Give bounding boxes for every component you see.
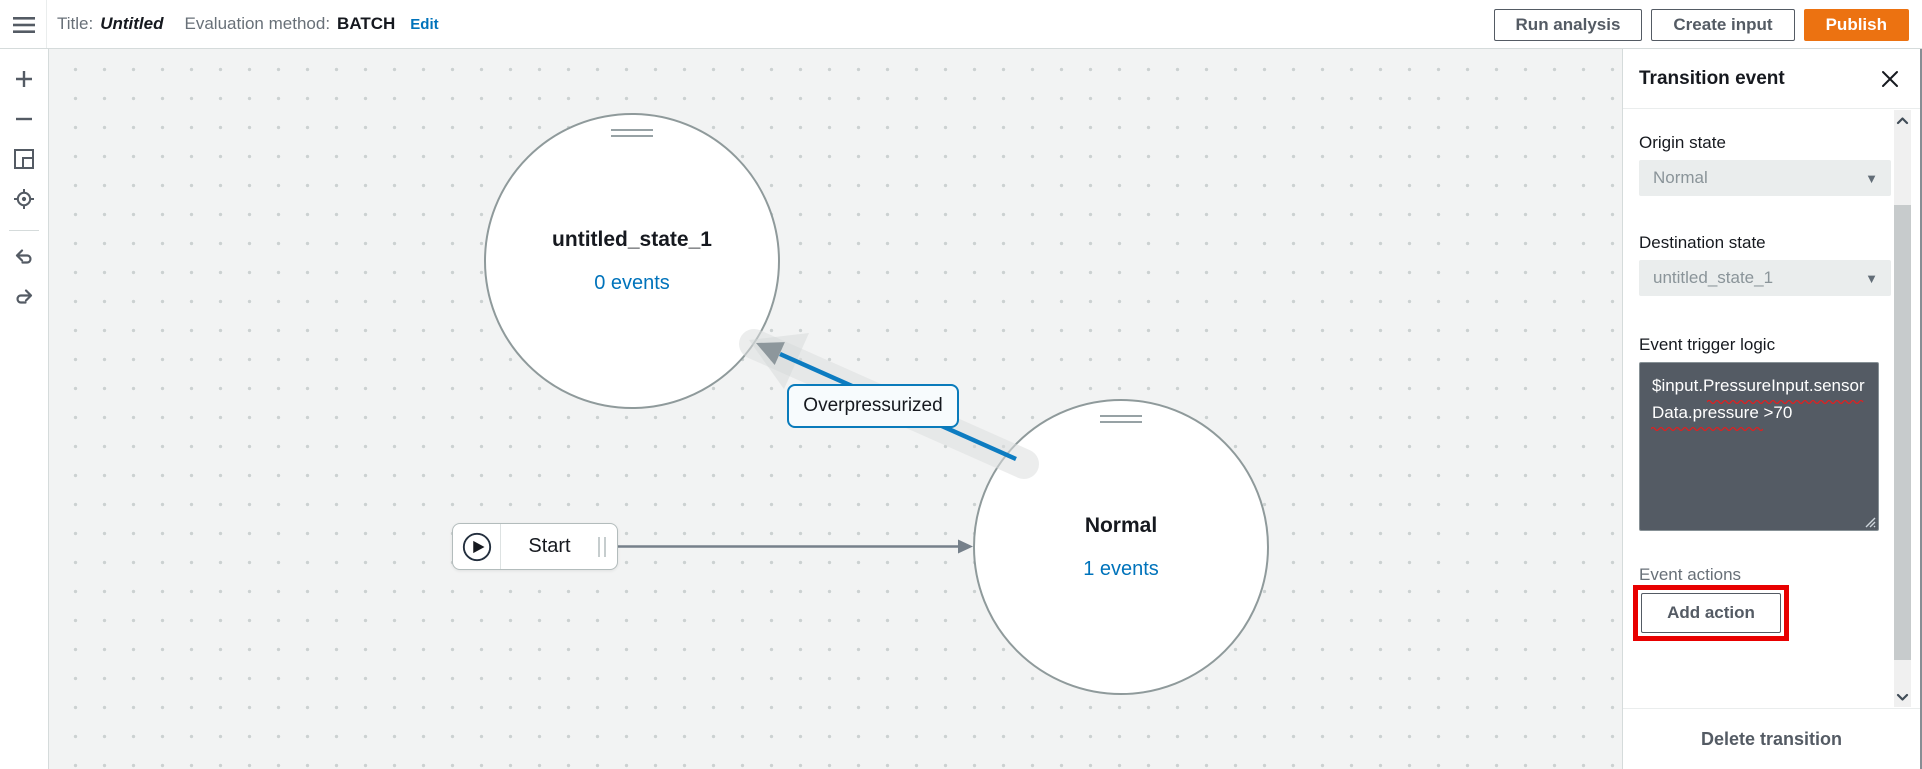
start-connector-grip-icon[interactable] [598, 536, 606, 557]
hamburger-menu-icon[interactable] [10, 12, 38, 38]
start-node-divider [500, 524, 501, 569]
event-actions-label: Event actions [1639, 565, 1742, 584]
scroll-up-icon[interactable] [1894, 110, 1911, 130]
publish-button[interactable]: Publish [1803, 9, 1909, 41]
title-label: Title: [57, 14, 94, 33]
trigger-expression: $input.PressureInput.sensorData.pressure… [1652, 376, 1865, 422]
panel-title: Transition event [1639, 67, 1785, 89]
zoom-out-icon[interactable] [9, 104, 39, 134]
state-name: untitled_state_1 [552, 228, 712, 251]
start-node[interactable]: Start [452, 523, 618, 570]
transition-label[interactable]: Overpressurized [787, 384, 959, 428]
chevron-down-icon: ▼ [1865, 170, 1878, 186]
title-value: Untitled [100, 14, 164, 33]
destination-state-label: Destination state [1639, 233, 1766, 252]
transition-event-panel: Transition event Origin state Normal ▼ D… [1622, 49, 1922, 769]
undo-icon[interactable] [9, 243, 39, 273]
delete-transition-button[interactable]: Delete transition [1700, 728, 1843, 749]
start-label: Start [528, 535, 571, 557]
panel-footer: Delete transition [1623, 708, 1920, 769]
state-name: Normal [1084, 514, 1158, 537]
state-normal[interactable]: Normal 1 events [973, 399, 1269, 695]
event-trigger-logic-input[interactable]: $input.PressureInput.sensorData.pressure… [1639, 362, 1879, 531]
topbar-actions: Run analysis Create input Publish [1493, 9, 1909, 41]
state-drag-handle-icon[interactable] [611, 129, 653, 139]
rail-divider [9, 230, 39, 231]
resize-handle-icon[interactable] [1862, 514, 1876, 528]
origin-state-label: Origin state [1639, 133, 1726, 152]
create-input-button[interactable]: Create input [1651, 9, 1795, 41]
chevron-down-icon: ▼ [1865, 270, 1878, 286]
close-icon[interactable] [1876, 65, 1904, 93]
add-action-button[interactable]: Add action [1641, 593, 1781, 633]
redo-icon[interactable] [9, 283, 39, 313]
detector-model-canvas[interactable]: untitled_state_1 0 events Normal 1 event… [49, 49, 1622, 769]
topbar-divider [46, 0, 47, 48]
edit-link[interactable]: Edit [410, 15, 439, 33]
state-untitled-state-1[interactable]: untitled_state_1 0 events [484, 113, 780, 409]
center-view-icon[interactable] [9, 184, 39, 214]
model-meta: Title: Untitled Evaluation method: BATCH… [57, 0, 439, 48]
origin-state-select[interactable]: Normal ▼ [1639, 160, 1891, 196]
scroll-down-icon[interactable] [1894, 687, 1911, 707]
canvas-tool-rail [0, 49, 49, 769]
fit-view-icon[interactable] [9, 144, 39, 174]
scrollbar-thumb[interactable] [1894, 205, 1911, 660]
destination-state-select[interactable]: untitled_state_1 ▼ [1639, 260, 1891, 296]
state-drag-handle-icon[interactable] [1100, 415, 1142, 425]
run-analysis-button[interactable]: Run analysis [1493, 9, 1643, 41]
panel-scrollbar[interactable] [1894, 110, 1911, 707]
zoom-in-icon[interactable] [9, 64, 39, 94]
start-edge [618, 539, 973, 554]
state-events-link[interactable]: 1 events [1083, 558, 1159, 580]
eval-method-label: Evaluation method: [184, 14, 331, 33]
state-events-link[interactable]: 0 events [594, 272, 670, 294]
destination-state-value: untitled_state_1 [1653, 268, 1774, 287]
top-bar: Title: Untitled Evaluation method: BATCH… [0, 0, 1922, 49]
origin-state-value: Normal [1653, 168, 1708, 187]
eval-method-value: BATCH [337, 14, 396, 33]
play-icon [453, 531, 500, 563]
panel-scroll-area: Origin state Normal ▼ Destination state … [1623, 110, 1920, 708]
panel-header: Transition event [1623, 49, 1920, 109]
event-trigger-logic-label: Event trigger logic [1639, 335, 1776, 354]
